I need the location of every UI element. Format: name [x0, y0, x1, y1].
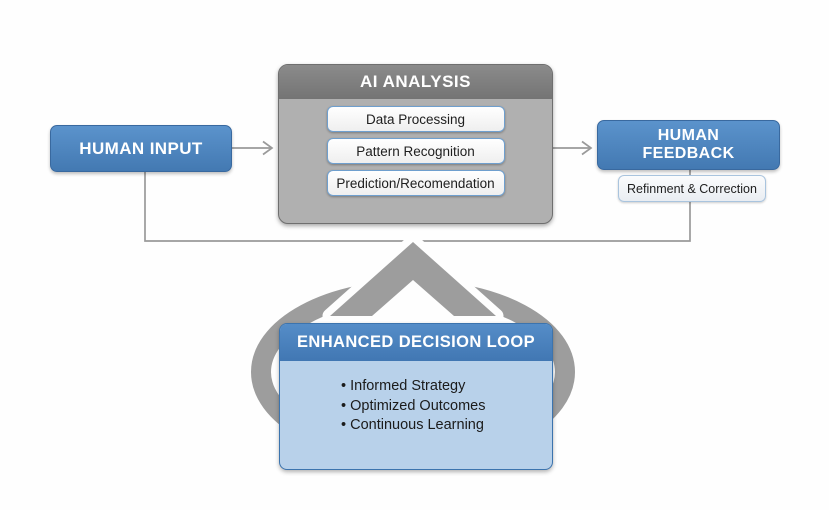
node-human-input: HUMAN INPUT: [50, 125, 232, 172]
node-human-feedback-label: HUMAN FEEDBACK: [642, 126, 735, 162]
node-human-feedback: HUMAN FEEDBACK: [597, 120, 780, 170]
arrow-right-icon: [552, 140, 593, 156]
bullet-optimized-outcomes: Optimized Outcomes: [341, 397, 552, 417]
node-human-input-label: HUMAN INPUT: [79, 138, 203, 158]
node-refinement-correction: Refinment & Correction: [618, 175, 766, 202]
ai-analysis-header: AI ANALYSIS: [279, 65, 552, 99]
bullet-continuous-learning: Continuous Learning: [341, 416, 552, 436]
step-prediction-recommendation: Prediction/Recomendation: [326, 170, 505, 196]
step-data-processing: Data Processing: [326, 106, 505, 132]
bullet-informed-strategy: Informed Strategy: [341, 377, 552, 397]
node-enhanced-decision-loop: ENHANCED DECISION LOOP Informed Strategy…: [279, 323, 553, 470]
arrow-right-icon: [231, 140, 274, 156]
decision-loop-bullet-list: Informed Strategy Optimized Outcomes Con…: [280, 361, 552, 436]
step-pattern-recognition: Pattern Recognition: [326, 138, 505, 164]
decision-loop-header: ENHANCED DECISION LOOP: [280, 324, 552, 361]
ai-analysis-title: AI ANALYSIS: [360, 72, 471, 91]
decision-loop-title: ENHANCED DECISION LOOP: [297, 333, 535, 351]
loop-arrow-up-icon: [330, 242, 496, 316]
ai-analysis-steps: Data Processing Pattern Recognition Pred…: [279, 99, 552, 196]
chevron-mask: [373, 266, 453, 322]
node-ai-analysis: AI ANALYSIS Data Processing Pattern Reco…: [278, 64, 553, 224]
